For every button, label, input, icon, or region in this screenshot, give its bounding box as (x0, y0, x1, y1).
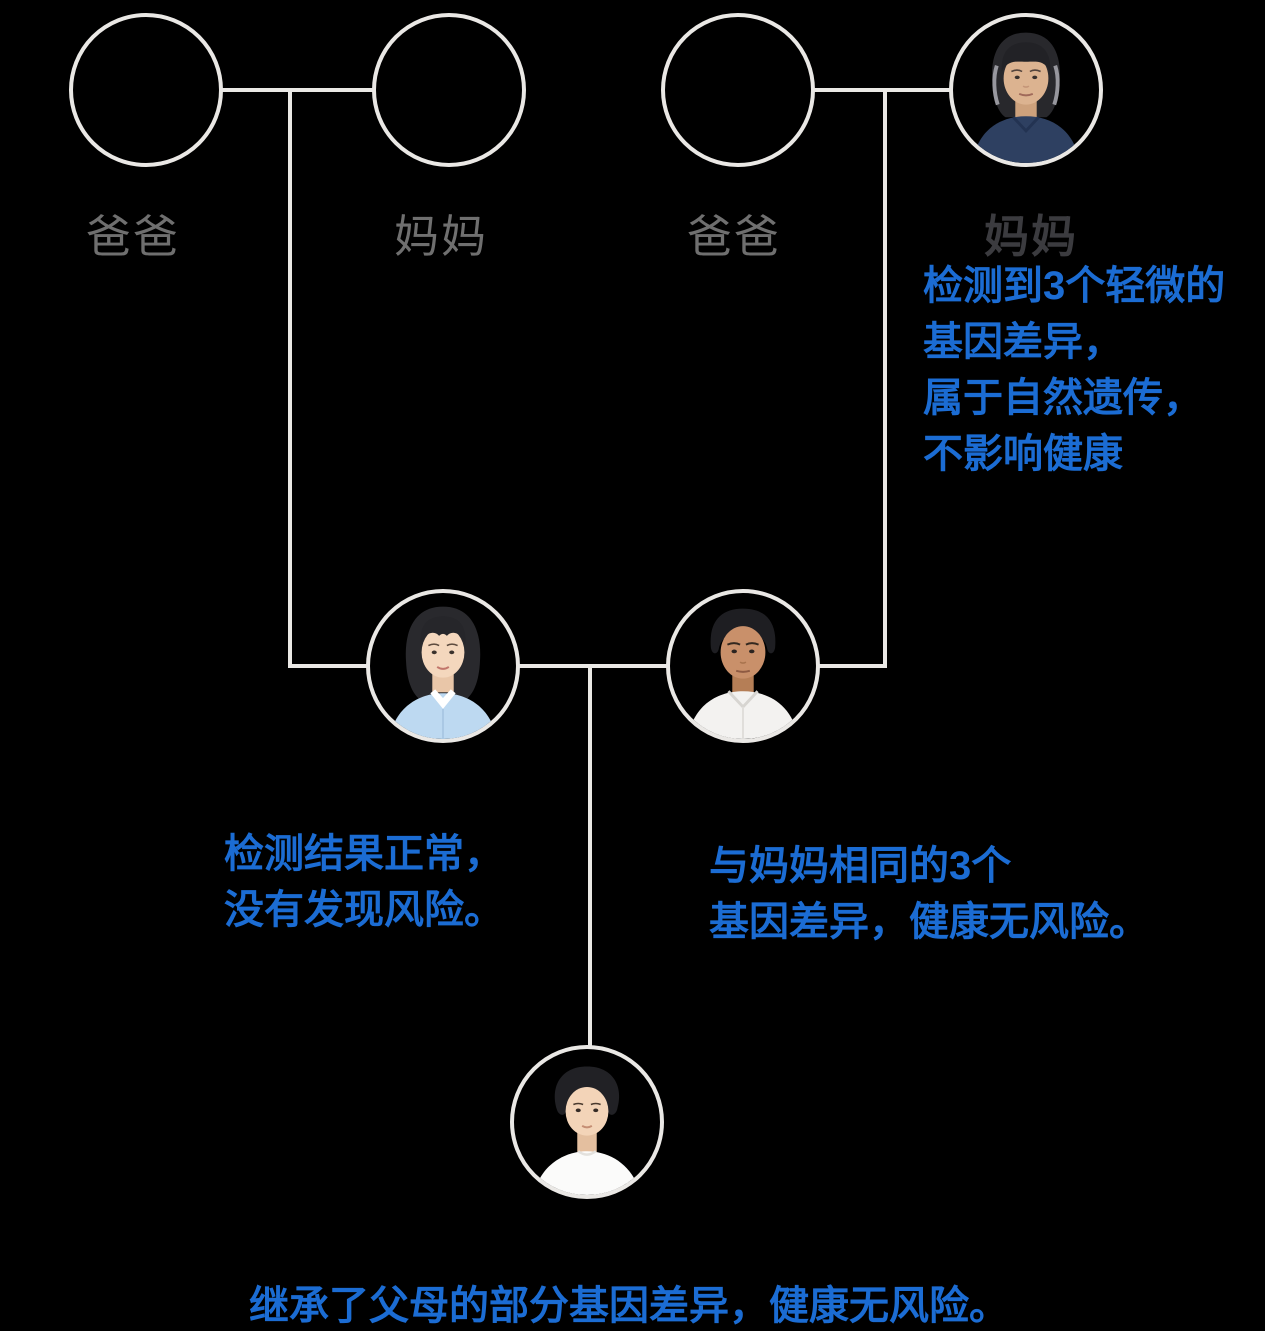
maternal-grandmother-circle (372, 13, 526, 167)
mother-photo (366, 589, 520, 743)
child-descent-line (588, 664, 592, 1047)
maternal-descent-line-vertical (288, 88, 292, 668)
note-line: 继承了父母的部分基因差异，健康无风险。 (249, 1284, 1009, 1328)
father-note: 与妈妈相同的3个 基因差异，健康无风险。 (709, 838, 1149, 950)
paternal-grandmother-photo (949, 13, 1103, 167)
child-photo (510, 1045, 664, 1199)
grandmother-avatar (972, 32, 1080, 163)
maternal-couple-line (219, 88, 374, 92)
maternal-descent-line-horizontal (288, 664, 370, 668)
paternal-grandfather-label: 爸爸 (687, 211, 782, 262)
note-line: 不影响健康 (923, 432, 1123, 476)
child-note: 继承了父母的部分基因差异，健康无风险。 (249, 1278, 1009, 1331)
note-line: 检测到3个轻微的 (923, 264, 1226, 308)
paternal-grandfather-circle (661, 13, 815, 167)
parents-couple-line (516, 664, 668, 668)
paternal-descent-line-vertical (883, 88, 887, 668)
note-line: 基因差异，健康无风险。 (709, 900, 1149, 944)
note-line: 检测结果正常， (224, 832, 504, 876)
note-line: 属于自然遗传， (923, 376, 1203, 420)
note-line: 与妈妈相同的3个 (709, 844, 1012, 888)
mother-avatar (389, 606, 497, 739)
father-avatar (687, 608, 799, 739)
mother-note: 检测结果正常， 没有发现风险。 (224, 826, 504, 938)
paternal-descent-line-horizontal (816, 664, 887, 668)
maternal-grandfather-label: 爸爸 (86, 211, 181, 262)
child-avatar (533, 1066, 641, 1195)
maternal-grandmother-label: 妈妈 (394, 211, 489, 262)
paternal-grandmother-note: 检测到3个轻微的 基因差异， 属于自然遗传， 不影响健康 (923, 258, 1225, 482)
father-photo (666, 589, 820, 743)
paternal-couple-line (811, 88, 951, 92)
note-line: 没有发现风险。 (224, 888, 504, 932)
maternal-grandfather-circle (69, 13, 223, 167)
paternal-grandmother-label: 妈妈 (984, 211, 1079, 262)
note-line: 基因差异， (923, 320, 1123, 364)
